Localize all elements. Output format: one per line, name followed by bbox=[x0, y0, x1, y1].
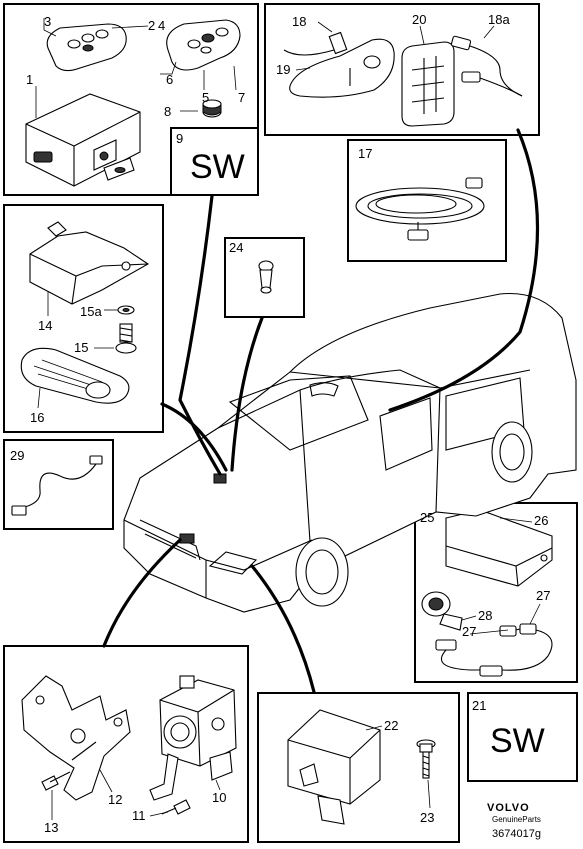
bracket-12 bbox=[21, 675, 131, 801]
leader-lines bbox=[102, 128, 540, 694]
sensor-18 bbox=[283, 31, 348, 56]
cable-17 bbox=[355, 177, 485, 241]
screw-15 bbox=[115, 323, 137, 354]
washer-15a bbox=[117, 305, 135, 315]
callout-29: 29 bbox=[10, 448, 24, 463]
panel-sw-9 bbox=[170, 127, 259, 196]
panel-cable-17 bbox=[347, 139, 507, 262]
callout-12: 12 bbox=[108, 792, 122, 807]
callout-8: 8 bbox=[164, 104, 171, 119]
callout-3: 3 bbox=[44, 14, 51, 29]
callout-19: 19 bbox=[276, 62, 290, 77]
callout-27a: 27 bbox=[536, 588, 550, 603]
callout-18a: 18a bbox=[488, 12, 510, 27]
panel-module-14 bbox=[3, 204, 164, 433]
harness-18a bbox=[450, 35, 523, 97]
sw-label-9: SW bbox=[190, 148, 245, 186]
cover-16 bbox=[20, 347, 130, 404]
callout-14: 14 bbox=[38, 318, 52, 333]
clip-24 bbox=[258, 260, 274, 294]
screw-23 bbox=[416, 739, 436, 779]
callout-17: 17 bbox=[358, 146, 372, 161]
brand-logo: VOLVO bbox=[487, 802, 530, 814]
panel-remote-alarm bbox=[3, 3, 259, 196]
panel-module-22 bbox=[257, 692, 460, 843]
part-number: 3674017g bbox=[492, 828, 541, 840]
callout-5: 5 bbox=[202, 90, 209, 105]
callout-24: 24 bbox=[229, 240, 243, 255]
brand-subtitle: GenuineParts bbox=[492, 815, 541, 824]
callout-20: 20 bbox=[412, 12, 426, 27]
callout-labels: 3 2 4 1 6 5 7 8 9 18 20 18a 19 17 24 14 … bbox=[10, 12, 550, 835]
panel-siren-leaders bbox=[51, 769, 221, 820]
callout-4: 4 bbox=[158, 18, 165, 33]
module-14 bbox=[29, 221, 150, 305]
callout-6: 6 bbox=[166, 72, 173, 87]
callout-2: 2 bbox=[148, 18, 155, 33]
callout-28: 28 bbox=[478, 608, 492, 623]
panel-module22-leaders bbox=[365, 725, 431, 809]
callout-23: 23 bbox=[420, 810, 434, 825]
panel-cable-29 bbox=[3, 439, 114, 530]
callout-13: 13 bbox=[44, 820, 58, 835]
panel-clip-24 bbox=[224, 237, 305, 318]
module-25 bbox=[445, 509, 553, 587]
footer-brand: VOLVO GenuineParts 3674017g bbox=[487, 802, 541, 840]
remote-key-left bbox=[46, 23, 127, 72]
panel-sw-21 bbox=[467, 692, 578, 782]
callout-1: 1 bbox=[26, 72, 33, 87]
remote-key-right bbox=[166, 19, 241, 71]
grommet-8 bbox=[202, 99, 222, 118]
callout-11: 11 bbox=[132, 808, 146, 823]
bolt-13 bbox=[41, 771, 71, 791]
callout-7: 7 bbox=[238, 90, 245, 105]
panel-module25-leaders bbox=[461, 517, 541, 635]
callout-9: 9 bbox=[176, 131, 183, 146]
callout-15: 15 bbox=[74, 340, 88, 355]
mount-19 bbox=[289, 38, 395, 98]
cable-29 bbox=[11, 455, 103, 516]
panel-module14-leaders bbox=[37, 292, 118, 409]
siren-bracket-11 bbox=[149, 753, 191, 815]
callout-22: 22 bbox=[384, 718, 398, 733]
sw-label-21: SW bbox=[490, 722, 545, 760]
siren-10 bbox=[159, 675, 237, 781]
callout-18: 18 bbox=[292, 14, 306, 29]
panel-siren bbox=[3, 645, 249, 843]
panel-sensor-bracket bbox=[264, 3, 540, 136]
harness-27 bbox=[435, 623, 553, 677]
callout-26: 26 bbox=[534, 513, 548, 528]
callout-10: 10 bbox=[212, 790, 226, 805]
callout-15a: 15a bbox=[80, 304, 102, 319]
callout-21: 21 bbox=[472, 698, 486, 713]
panel-sensor-leaders bbox=[295, 21, 495, 71]
callout-25: 25 bbox=[420, 510, 434, 525]
bracket-20 bbox=[401, 41, 455, 127]
car-illustration bbox=[123, 292, 577, 613]
panel1-leaders bbox=[35, 18, 237, 118]
module-22 bbox=[287, 709, 381, 825]
callout-16: 16 bbox=[30, 410, 44, 425]
callout-27b: 27 bbox=[462, 624, 476, 639]
sensor-28 bbox=[421, 591, 463, 631]
alarm-control-unit bbox=[25, 93, 141, 187]
